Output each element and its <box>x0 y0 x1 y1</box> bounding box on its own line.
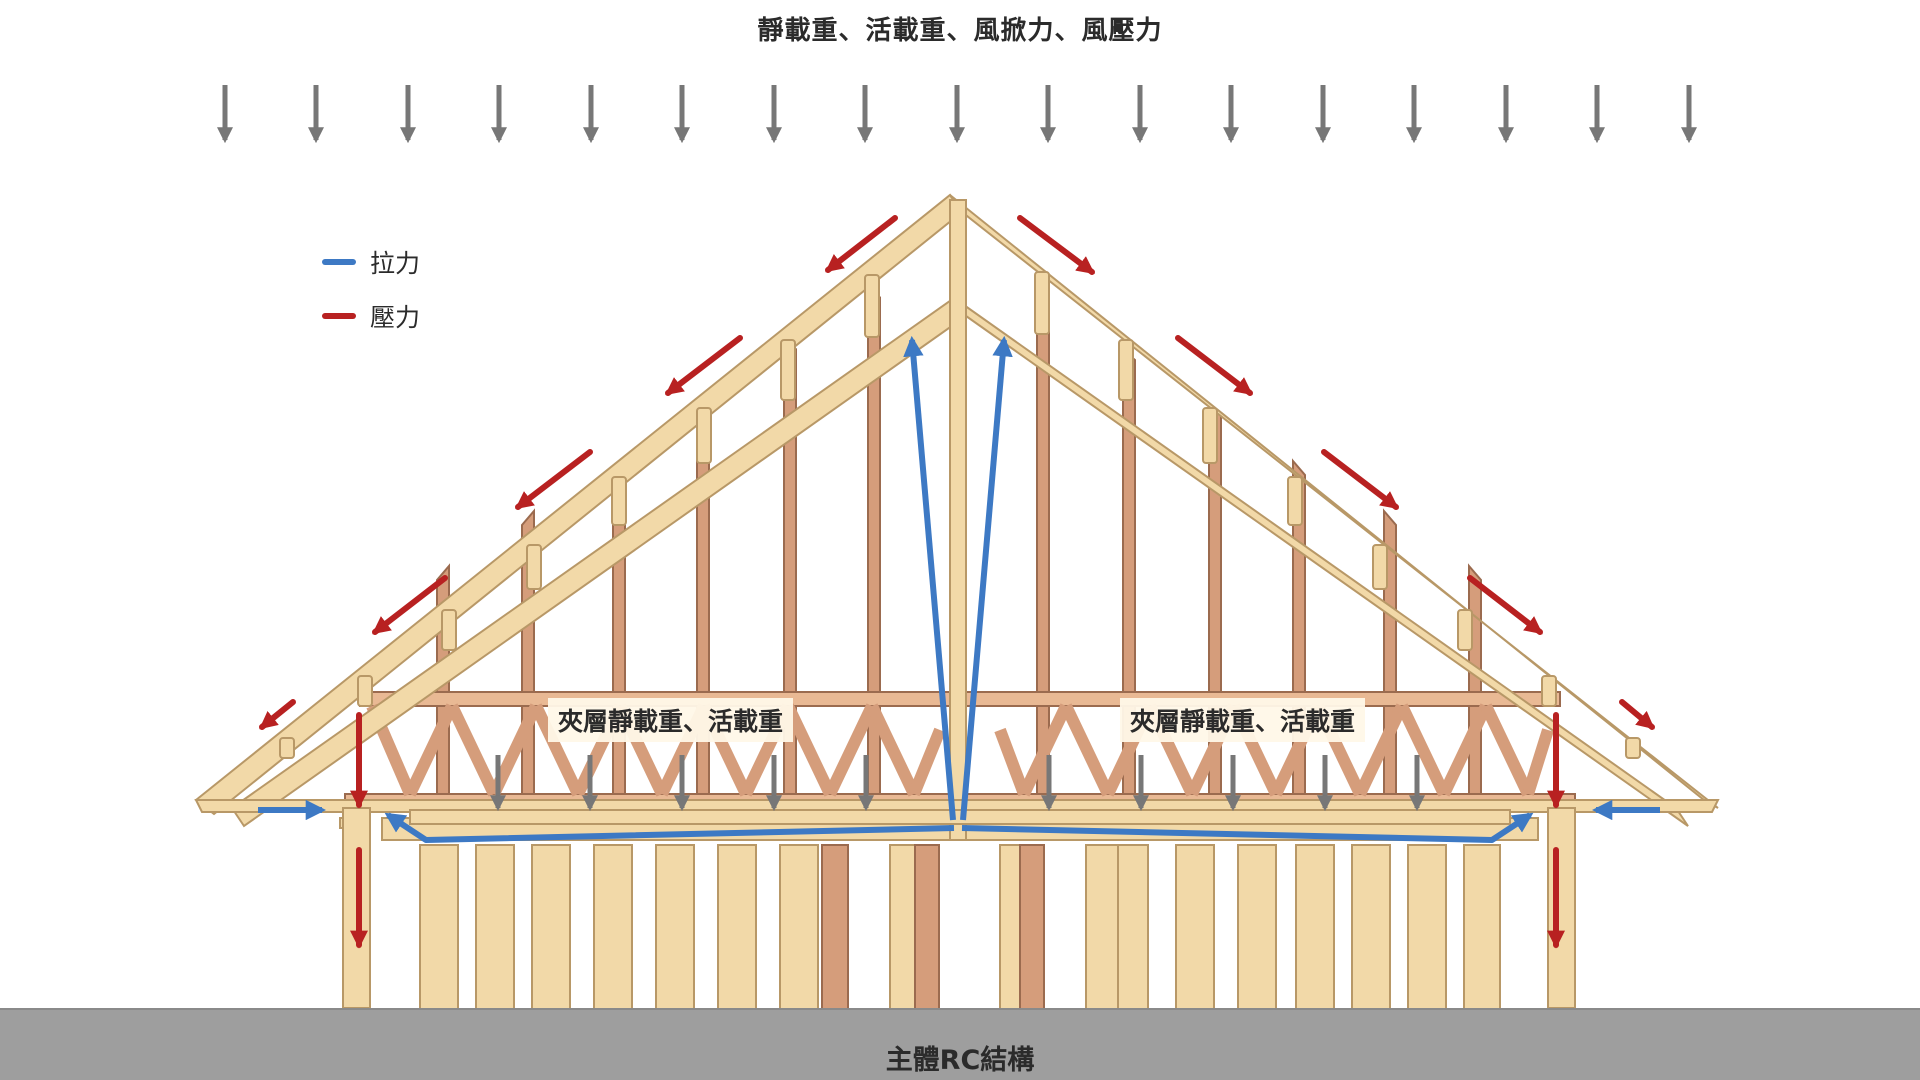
foundation-label: 主體RC結構 <box>885 1045 1035 1076</box>
tension-arrows <box>258 335 1660 843</box>
legend-compression: 壓力 <box>322 298 420 334</box>
compression-label: 壓力 <box>370 303 421 332</box>
load-title: 靜載重、活載重、風掀力、風壓力 <box>757 16 1163 46</box>
wall-studs <box>342 819 1576 1011</box>
compression-swatch <box>322 313 356 319</box>
gusset-plates <box>279 271 1641 759</box>
end-posts <box>342 807 1576 1009</box>
tension-swatch <box>322 259 356 265</box>
loft-load-label-left: 夾層靜載重、活載重 <box>548 698 794 742</box>
compression-arrows <box>259 215 1655 949</box>
loft-load-arrows <box>489 755 1426 812</box>
bottom-chord <box>194 799 1720 825</box>
foundation-slab <box>0 1008 1920 1080</box>
roof-load-arrows <box>216 85 1698 144</box>
legend-tension: 拉力 <box>322 244 420 280</box>
king-post <box>949 199 967 841</box>
tension-label: 拉力 <box>370 249 421 278</box>
loft-load-label-right: 夾層靜載重、活載重 <box>1120 698 1366 742</box>
